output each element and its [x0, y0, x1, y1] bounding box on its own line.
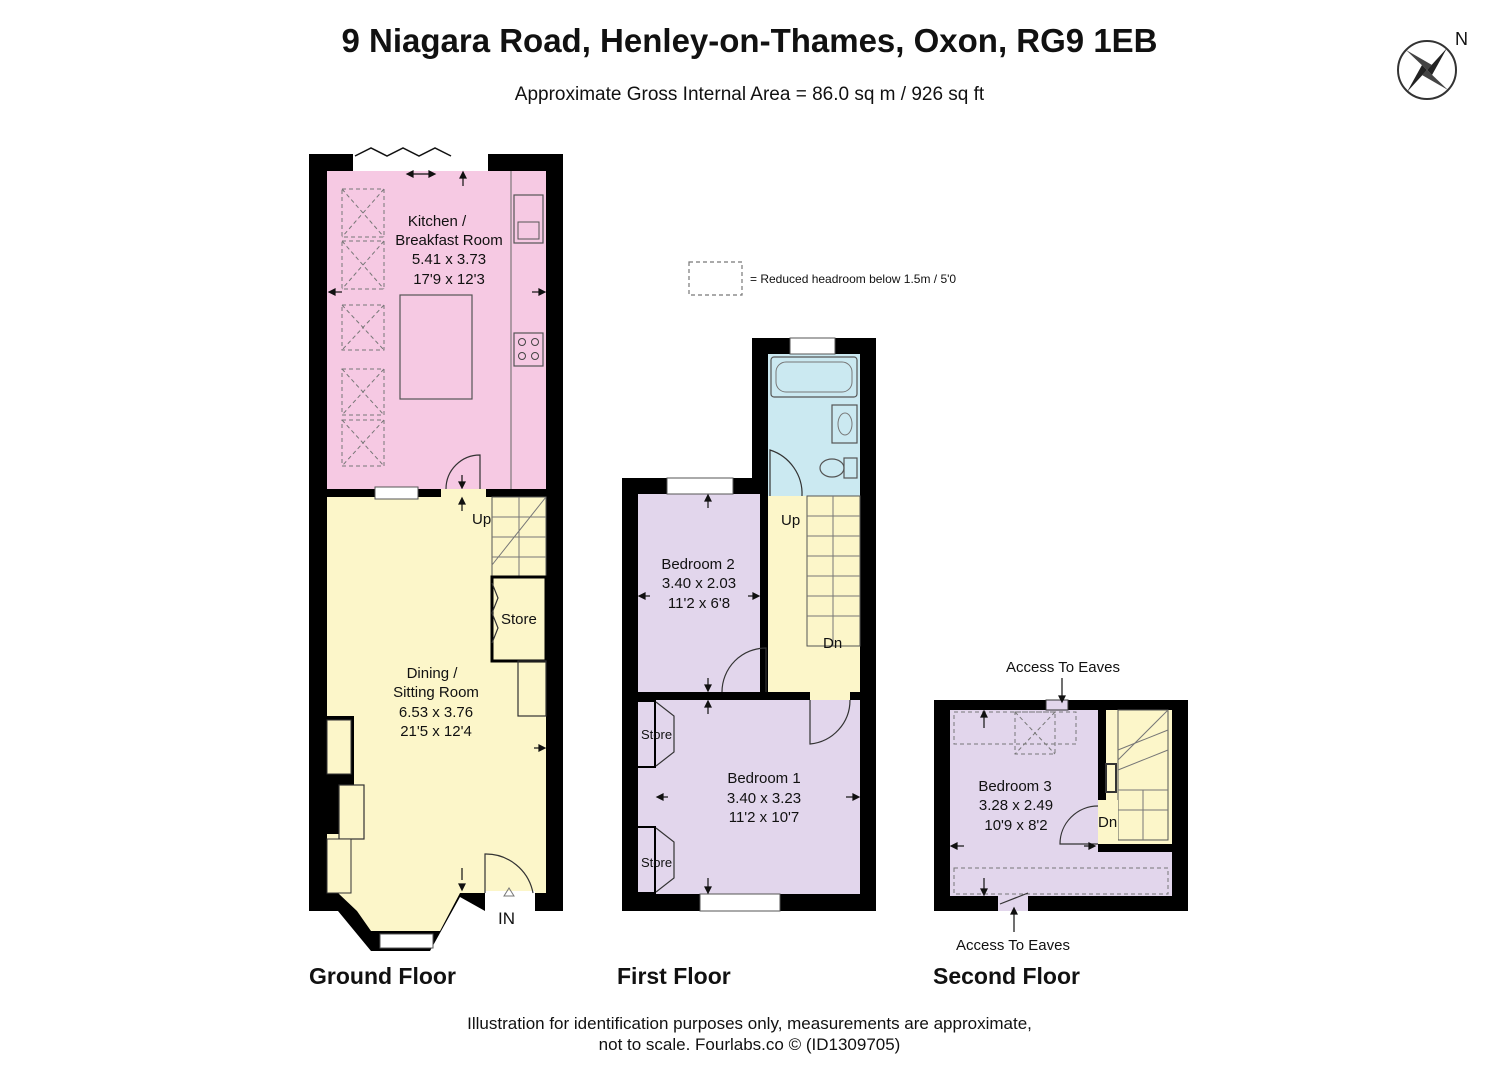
second-skylight	[1014, 711, 1056, 755]
bedroom-3-door-swing	[1059, 805, 1099, 845]
access-eaves-bottom-label: Access To Eaves	[956, 937, 1070, 954]
ground-store	[490, 575, 548, 663]
kitchen-imperial: 17'9 x 12'3	[413, 271, 485, 288]
first-stairs-dn-label: Dn	[823, 635, 842, 652]
bedroom-2-window	[666, 477, 734, 495]
bathroom-area	[768, 354, 860, 496]
ground-floor-plan: Up Store IN Kitchen / Breakfast Room 5.4…	[309, 147, 563, 951]
bedroom-2-metric: 3.40 x 2.03	[662, 575, 736, 592]
ground-stairs-up-label: Up	[472, 511, 491, 528]
ground-store-label: Store	[501, 611, 537, 628]
compass-icon: N	[1397, 29, 1468, 100]
kitchen-area	[327, 171, 546, 489]
access-eaves-top-label: Access To Eaves	[1006, 659, 1120, 676]
bedroom-3-name: Bedroom 3	[978, 778, 1051, 795]
second-stairs-dn-label: Dn	[1098, 814, 1117, 831]
bathroom-door-swing	[769, 449, 803, 497]
legend-text: = Reduced headroom below 1.5m / 5'0	[750, 272, 956, 286]
second-stairs	[1117, 709, 1169, 841]
bedroom-3-imperial: 10'9 x 8'2	[984, 817, 1047, 834]
entrance-door-swing	[484, 853, 534, 894]
disclaimer-line-1: Illustration for identification purposes…	[467, 1014, 1032, 1033]
first-floor-label: First Floor	[617, 963, 731, 989]
page-title: 9 Niagara Road, Henley-on-Thames, Oxon, …	[341, 22, 1158, 59]
bedroom-2-area	[638, 494, 760, 692]
compass-north-label: N	[1455, 29, 1468, 49]
first-stairs-up-label: Up	[781, 512, 800, 529]
dining-imperial: 21'5 x 12'4	[400, 723, 472, 740]
bedroom-2-name: Bedroom 2	[661, 556, 734, 573]
bedroom-1-door-swing	[809, 699, 851, 745]
internal-window	[374, 486, 419, 500]
dining-metric: 6.53 x 3.76	[399, 704, 473, 721]
basin-icon	[831, 404, 858, 444]
bedroom-2-door-swing	[721, 647, 767, 693]
kitchen-island	[399, 294, 473, 400]
bath-icon	[770, 356, 858, 398]
kitchen-name-line2: Breakfast Room	[395, 232, 503, 249]
second-floor-plan: Dn Bedroom 3 3.28 x 2.49 10'9 x 8'2 Acce…	[934, 659, 1188, 954]
reduced-headroom-bottom	[953, 867, 1169, 895]
kitchen-dimension-arrows	[327, 170, 547, 490]
bedroom-2-imperial: 11'2 x 6'8	[668, 595, 730, 612]
bedroom-1-imperial: 11'2 x 10'7	[729, 809, 800, 826]
disclaimer: Illustration for identification purposes…	[0, 1013, 1499, 1055]
first-floor-plan: Up Dn Store Store Bedro	[622, 337, 876, 912]
disclaimer-line-2: not to scale. Fourlabs.co © (ID1309705)	[598, 1035, 901, 1054]
bedroom-1-name: Bedroom 1	[727, 770, 800, 787]
ground-stairs	[491, 496, 547, 578]
kitchen-door-swing	[445, 454, 481, 490]
bedroom-1-area	[638, 700, 860, 894]
legend: = Reduced headroom below 1.5m / 5'0	[688, 261, 956, 296]
hob-icon	[513, 332, 544, 367]
first-store-bottom-label: Store	[641, 855, 672, 870]
bifold-door-opening	[353, 154, 488, 171]
first-store-top-label: Store	[641, 727, 672, 742]
kitchen-name-line1: Kitchen /	[408, 213, 467, 230]
kitchen-metric: 5.41 x 3.73	[412, 251, 486, 268]
bedroom-1-window	[699, 893, 781, 912]
bathroom-window	[789, 337, 836, 355]
first-landing-area	[768, 496, 860, 692]
legend-swatch	[688, 261, 743, 296]
gross-area-text: Approximate Gross Internal Area = 86.0 s…	[514, 84, 985, 105]
bedroom-1-metric: 3.40 x 3.23	[727, 790, 801, 807]
bedroom-3-metric: 3.28 x 2.49	[979, 797, 1053, 814]
dining-name-line2: Sitting Room	[393, 684, 479, 701]
first-stairs	[806, 495, 861, 647]
dining-name-line1: Dining /	[407, 665, 459, 682]
bifold-door-icon	[354, 147, 452, 157]
ground-floor-label: Ground Floor	[309, 963, 456, 989]
skylights	[341, 188, 385, 467]
sink-icon	[513, 194, 544, 244]
entrance-label: IN	[498, 909, 515, 928]
second-floor-label: Second Floor	[933, 963, 1080, 989]
bay-window	[379, 933, 434, 949]
